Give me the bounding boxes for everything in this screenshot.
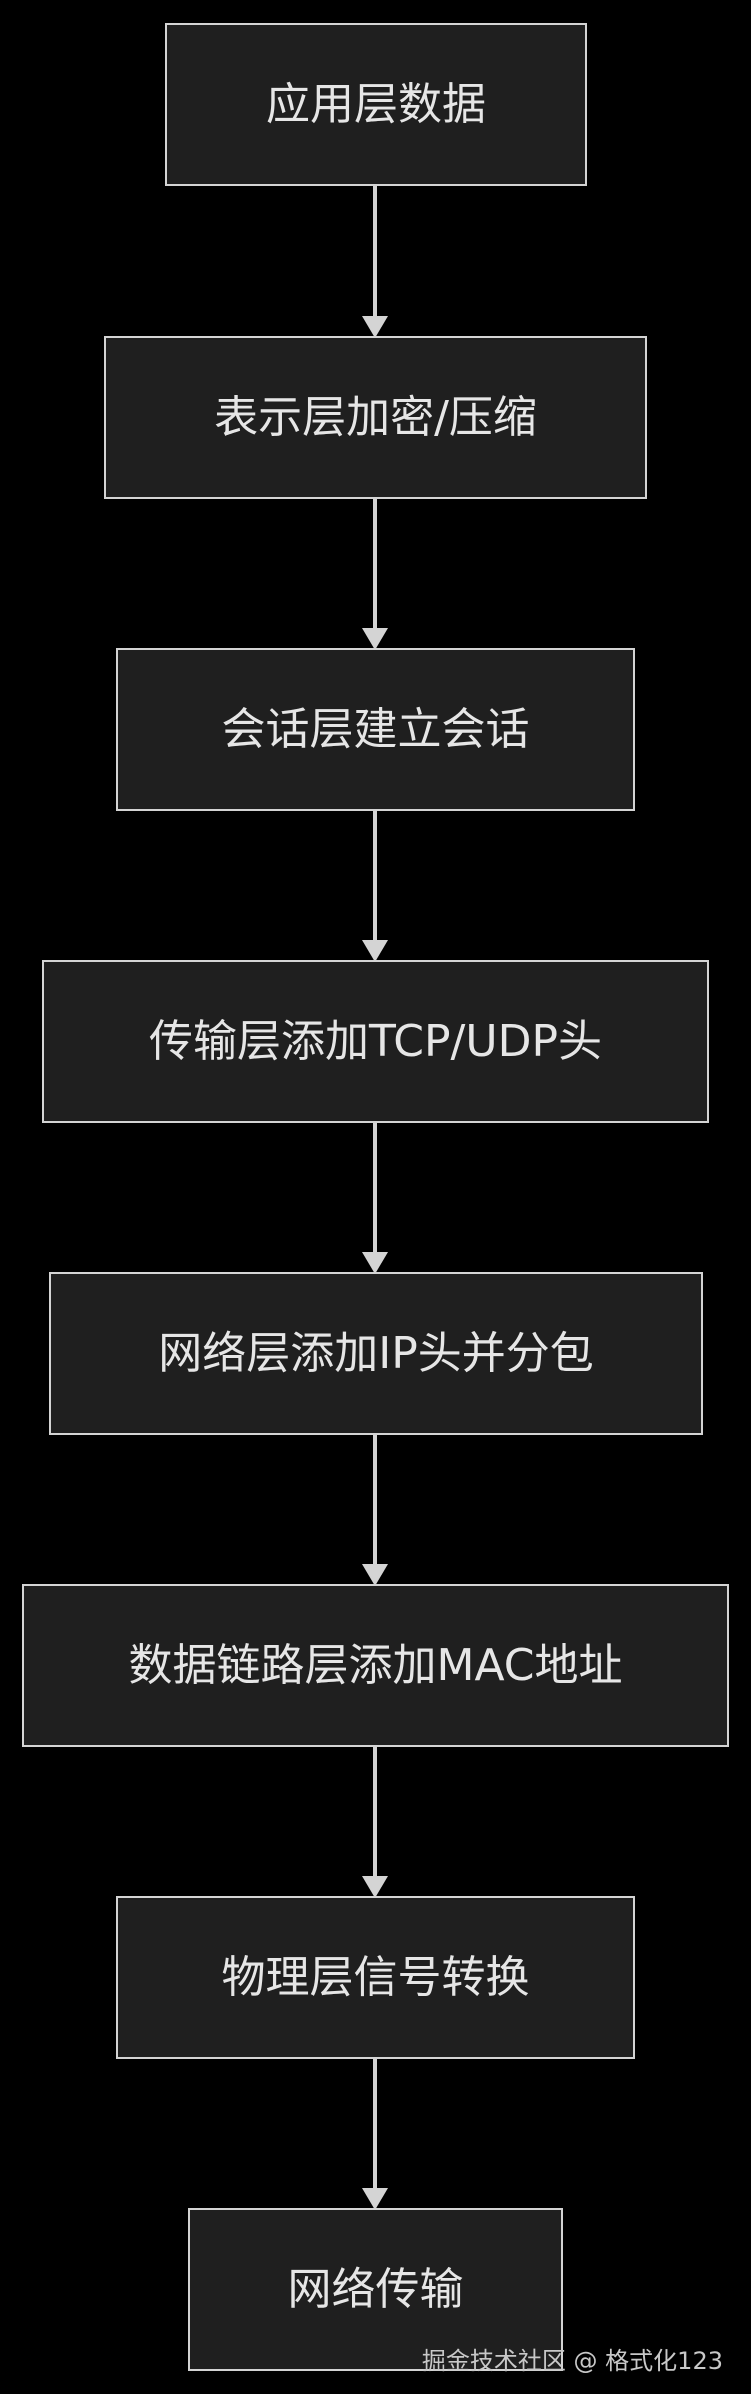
arrow-6	[362, 1747, 388, 1898]
arrow-1	[362, 186, 388, 338]
node-transport-layer: 传输层添加TCP/UDP头	[42, 960, 709, 1123]
node-physical-layer: 物理层信号转换	[116, 1896, 635, 2059]
arrow-7	[362, 2059, 388, 2210]
arrow-2	[362, 499, 388, 650]
arrow-5	[362, 1435, 388, 1586]
arrow-4	[362, 1123, 388, 1274]
arrow-3	[362, 811, 388, 962]
node-data-link-layer: 数据链路层添加MAC地址	[22, 1584, 729, 1747]
node-network-layer: 网络层添加IP头并分包	[49, 1272, 703, 1435]
node-session-layer: 会话层建立会话	[116, 648, 635, 811]
node-presentation-layer: 表示层加密/压缩	[104, 336, 647, 499]
node-application-layer: 应用层数据	[165, 23, 587, 186]
node-network-transmission: 网络传输	[188, 2208, 563, 2371]
watermark: 掘金技术社区 @ 格式化123	[421, 2347, 723, 2375]
